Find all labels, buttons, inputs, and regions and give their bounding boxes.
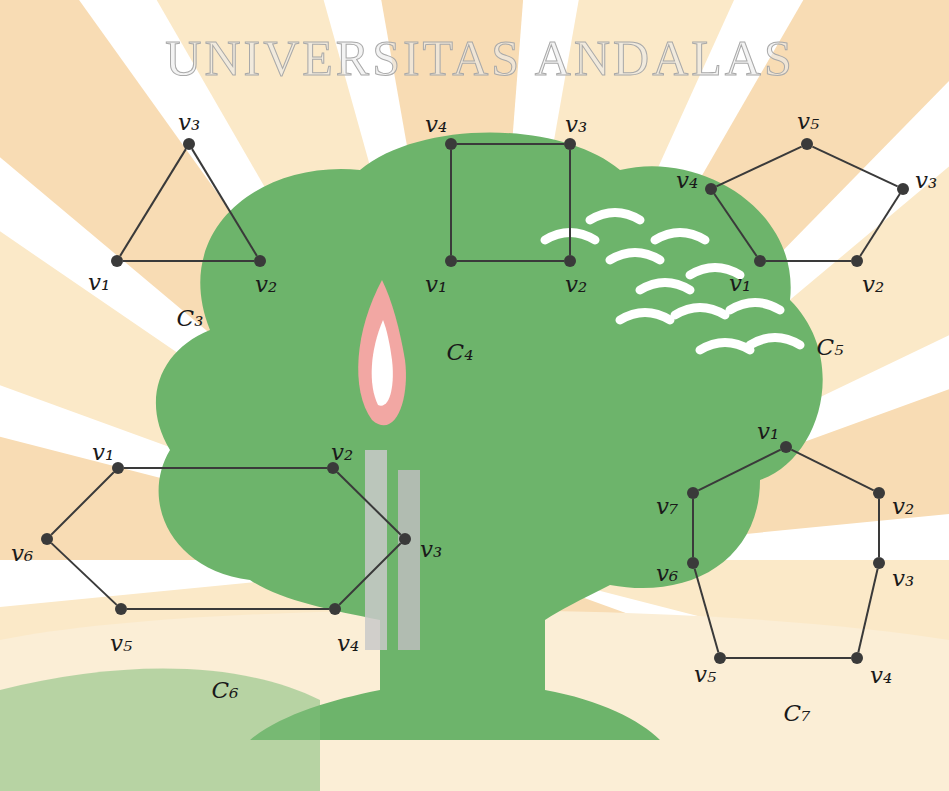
vertex-label: v₁ [757, 420, 779, 443]
graph-vertex: v₁ [112, 462, 124, 474]
vertex-label: v₁ [88, 271, 110, 294]
vertex-label: v₂ [862, 273, 884, 296]
graph-edge [569, 150, 571, 255]
tree-ground-left [0, 669, 320, 791]
graph-vertex: v₅ [714, 652, 726, 664]
vertex-label: v₃ [892, 567, 914, 590]
graph-vertex: v₂ [327, 462, 339, 474]
graph-vertex: v₃ [873, 557, 885, 569]
vertex-label: v₄ [337, 632, 359, 655]
graph-name: C₆ [212, 679, 239, 702]
graph-vertex: v₂ [873, 487, 885, 499]
vertex-label: v₂ [331, 441, 353, 464]
vertex-label: v₃ [420, 538, 442, 561]
graph-edge [698, 450, 780, 491]
graph-edge [192, 149, 257, 256]
graph-edge [337, 472, 400, 535]
vertex-label: v₂ [892, 495, 914, 518]
graph-vertex: v₄ [329, 603, 341, 615]
vertex-label: v₃ [915, 169, 937, 192]
graph-vertex: v₅ [115, 603, 127, 615]
graph-edge [120, 149, 186, 256]
graph-name: C₃ [177, 307, 204, 330]
watermark: UNIVERSITAS ANDALAS [165, 33, 794, 83]
graph-edge [51, 472, 114, 535]
graph-edge [692, 499, 694, 557]
vertex-label: v₄ [870, 664, 892, 687]
tree-crown [156, 133, 823, 741]
vertex-label: v₁ [425, 273, 447, 296]
graph-vertex: v₆ [687, 557, 699, 569]
vertex-label: v₂ [255, 273, 277, 296]
vertex-label: v₄ [425, 113, 447, 136]
vertex-label: v₅ [694, 663, 716, 686]
graph-vertex: v₁ [111, 255, 123, 267]
graph-edge [878, 499, 880, 557]
graph-edge [123, 260, 254, 262]
graph-vertex: v₆ [41, 533, 53, 545]
graph-vertex: v₄ [705, 183, 717, 195]
graph-edge [457, 143, 564, 145]
graph-name: C₄ [447, 341, 474, 364]
graph-vertex: v₃ [399, 533, 411, 545]
vertex-label: v₇ [656, 495, 678, 518]
graph-vertex: v₇ [687, 487, 699, 499]
graph-edge [51, 543, 116, 605]
graph-edge [127, 608, 329, 610]
graph-edge [695, 569, 719, 652]
flame [358, 280, 406, 425]
vertex-label: v₁ [729, 272, 751, 295]
candle-left [365, 450, 387, 650]
graph-vertex: v₂ [254, 255, 266, 267]
graph-edge [450, 150, 452, 255]
candle-right [398, 470, 420, 650]
graph-edge [124, 467, 327, 469]
vertex-label: v₅ [797, 110, 819, 133]
graph-edge [858, 569, 877, 652]
graph-vertex: v₁ [754, 255, 766, 267]
graph-edge [860, 194, 900, 256]
vertex-label: v₆ [656, 562, 678, 585]
graph-name: C₇ [784, 702, 811, 725]
graph-edge [457, 260, 564, 262]
vertex-label: v₄ [676, 169, 698, 192]
graph-edge [812, 147, 897, 187]
graph-vertex: v₃ [564, 138, 576, 150]
graph-vertex: v₂ [564, 255, 576, 267]
white-feathers [545, 213, 800, 351]
graph-name: C₅ [817, 336, 844, 359]
vertex-label: v₂ [565, 273, 587, 296]
graph-vertex: v₄ [445, 138, 457, 150]
vertex-label: v₅ [110, 632, 132, 655]
graph-edge [726, 657, 851, 659]
graph-vertex: v₁ [780, 441, 792, 453]
graph-vertex: v₂ [851, 255, 863, 267]
vertex-label: v₃ [178, 111, 200, 134]
vertex-label: v₃ [565, 113, 587, 136]
flame-core [372, 320, 393, 406]
graph-edge [716, 147, 801, 187]
graph-vertex: v₃ [183, 138, 195, 150]
graph-edge [339, 543, 401, 605]
graph-edge [714, 194, 756, 256]
graph-edge [766, 260, 851, 262]
graph-vertex: v₄ [851, 652, 863, 664]
graph-vertex: v₅ [801, 138, 813, 150]
vertex-label: v₆ [11, 542, 33, 565]
vertex-label: v₁ [92, 441, 114, 464]
graph-vertex: v₃ [897, 183, 909, 195]
graph-vertex: v₁ [445, 255, 457, 267]
graph-edge [791, 450, 873, 491]
